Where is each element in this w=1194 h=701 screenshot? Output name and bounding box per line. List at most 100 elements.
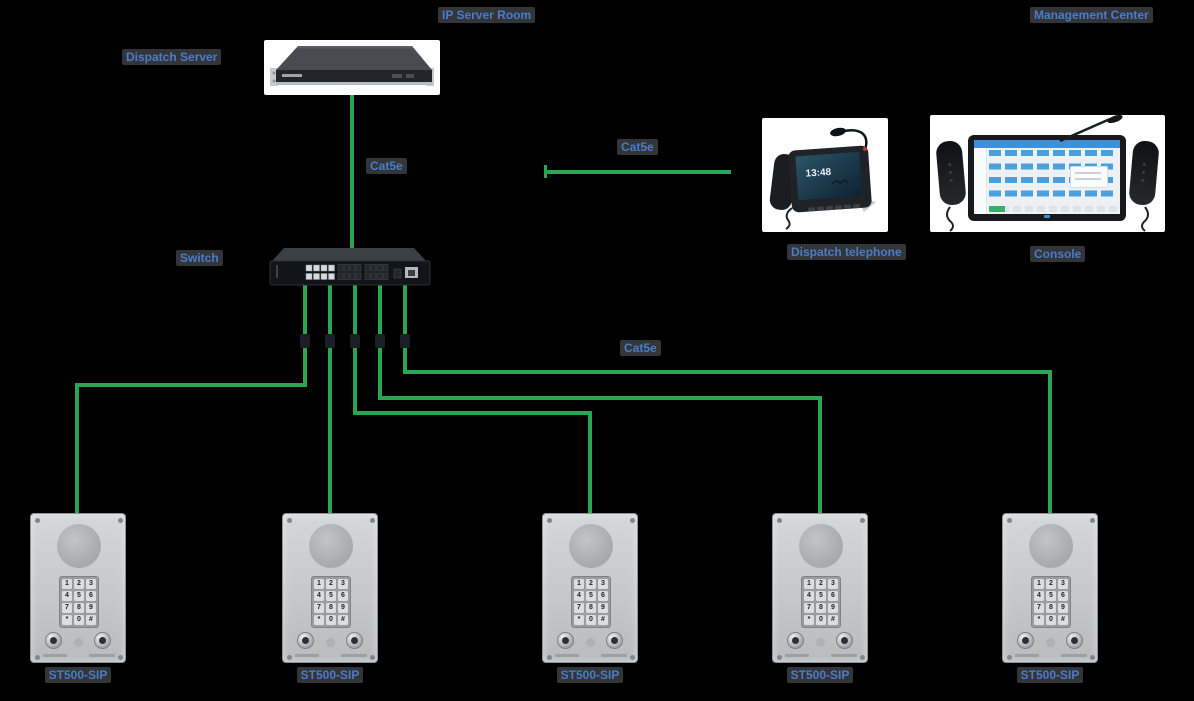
keypad-key: 9: [1058, 603, 1068, 613]
keypad-key: 8: [1046, 603, 1056, 613]
keypad-key: 0: [326, 615, 336, 625]
dispatch-server-image: [264, 40, 440, 95]
switch-label: Switch: [176, 250, 223, 266]
keypad-key: #: [1058, 615, 1068, 625]
cable-intercom4-h: [378, 396, 822, 400]
keypad-key: 0: [586, 615, 596, 625]
keypad-key: 6: [338, 591, 348, 601]
dispatch-telephone-image: 13:48: [762, 118, 888, 232]
console-cord-left: [946, 206, 954, 232]
keypad-key: 5: [1046, 591, 1056, 601]
cable-intercom5-h: [403, 370, 1052, 374]
status-indicator: [1046, 638, 1055, 647]
screw-icon: [547, 655, 552, 660]
footprint-text-strip: [1015, 654, 1039, 657]
keypad-key: 5: [74, 591, 84, 601]
speaker-grille: [1029, 524, 1073, 568]
keypad-key: #: [86, 615, 96, 625]
call-button-icon: [792, 637, 799, 644]
cable-connector-icon: [375, 334, 385, 348]
keypad-key: 5: [326, 591, 336, 601]
keypad-key: 1: [574, 579, 584, 589]
intercom-keypad: 1 2 3 4 5 6 7 8 9 * 0 #: [801, 576, 841, 628]
keypad-key: 7: [804, 603, 814, 613]
keypad-key: 7: [1034, 603, 1044, 613]
gooseneck-mic-capsule: [830, 127, 846, 137]
intercom-model-label: ST500-SIP: [1016, 667, 1084, 683]
cable-connector-icon: [350, 334, 360, 348]
console-cord-right: [1141, 206, 1149, 232]
keypad-key: 6: [828, 591, 838, 601]
rack-server-illustration: [270, 46, 434, 86]
cable-intercom3-v2: [588, 411, 592, 513]
keypad-key: *: [1034, 615, 1044, 625]
status-indicator: [586, 638, 595, 647]
speaker-grille: [569, 524, 613, 568]
call-button: [557, 632, 574, 649]
keypad-key: 8: [326, 603, 336, 613]
keypad-key: 3: [338, 579, 348, 589]
call-button: [787, 632, 804, 649]
cable-label-server: Cat5e: [366, 158, 407, 174]
keypad-key: 6: [86, 591, 96, 601]
footprint-text-strip: [295, 654, 319, 657]
intercom-unit-5: 1 2 3 4 5 6 7 8 9 * 0 # ST500-SIP: [1002, 513, 1098, 685]
call-button-icon: [50, 637, 57, 644]
status-indicator: [816, 638, 825, 647]
screw-icon: [860, 518, 865, 523]
keypad-key: 4: [314, 591, 324, 601]
keypad-key: 8: [586, 603, 596, 613]
keypad-key: 4: [1034, 591, 1044, 601]
sfp-ports: [337, 264, 402, 280]
keypad-key: 0: [74, 615, 84, 625]
screw-icon: [547, 518, 552, 523]
cable-label-intercoms: Cat5e: [620, 340, 661, 356]
footprint-text-strip: [43, 654, 67, 657]
cable-phone-tick: [544, 165, 547, 178]
console-handset-left: [935, 139, 967, 207]
keypad-key: *: [574, 615, 584, 625]
screw-icon: [118, 518, 123, 523]
status-indicator: [326, 638, 335, 647]
gooseneck-mic-arm: [843, 129, 868, 151]
console-handset-right: [1128, 139, 1160, 207]
call-button-icon: [562, 637, 569, 644]
cable-intercom5-v1: [403, 284, 407, 372]
dispatch-server-label: Dispatch Server: [122, 49, 222, 65]
screw-icon: [287, 518, 292, 523]
screw-icon: [118, 655, 123, 660]
console-dialog: [1070, 166, 1108, 188]
keypad-key: 7: [314, 603, 324, 613]
screw-icon: [860, 655, 865, 660]
cable-connector-icon: [300, 334, 310, 348]
keypad-key: 2: [326, 579, 336, 589]
intercom-unit-3: 1 2 3 4 5 6 7 8 9 * 0 # ST500-SIP: [542, 513, 638, 685]
screw-icon: [777, 518, 782, 523]
keypad-key: 5: [586, 591, 596, 601]
intercom-model-label: ST500-SIP: [786, 667, 854, 683]
intercom-panel: 1 2 3 4 5 6 7 8 9 * 0 #: [542, 513, 638, 663]
call-button-icon: [302, 637, 309, 644]
keypad-key: 8: [816, 603, 826, 613]
cable-intercom1-h: [75, 383, 307, 387]
keypad-key: 4: [62, 591, 72, 601]
keypad-key: 0: [816, 615, 826, 625]
keypad-key: 3: [828, 579, 838, 589]
keypad-key: 9: [828, 603, 838, 613]
keypad-key: 7: [62, 603, 72, 613]
ip-server-room-label: IP Server Room: [438, 7, 536, 23]
keypad-key: 6: [1058, 591, 1068, 601]
intercom-panel: 1 2 3 4 5 6 7 8 9 * 0 #: [30, 513, 126, 663]
screw-icon: [287, 655, 292, 660]
footprint-text-strip: [831, 654, 857, 657]
screw-icon: [370, 655, 375, 660]
keypad-key: #: [828, 615, 838, 625]
console-gooseneck-capsule: [1107, 115, 1123, 124]
cable-server-switch: [350, 93, 354, 249]
keypad-key: *: [62, 615, 72, 625]
phone-illustration: 13:48: [769, 127, 876, 230]
footprint-text-strip: [601, 654, 627, 657]
keypad-key: 9: [86, 603, 96, 613]
cable-label-phone: Cat5e: [617, 139, 658, 155]
